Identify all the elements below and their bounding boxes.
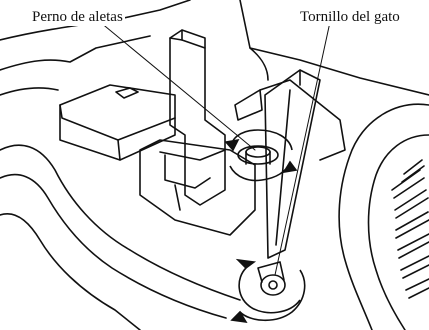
tire-inner-right [367, 134, 429, 330]
jack-base-block [59, 84, 176, 161]
jack-screw-eye [260, 274, 286, 296]
tire-tread-left [0, 213, 141, 330]
tire-rim-left-inner [0, 173, 227, 319]
wing-bolt-nut [237, 145, 279, 165]
tire-outer-right [338, 103, 429, 330]
tire-tread-slots [391, 159, 429, 299]
trunk-corner-right [239, 0, 429, 96]
rotate-arrow-icon [224, 129, 298, 182]
trunk-floor-edge-2 [0, 87, 59, 96]
trunk-floor-edge [0, 35, 151, 71]
jack-tab [115, 87, 139, 99]
tire-rim-left [0, 144, 241, 301]
jack-screw-shaft [264, 69, 321, 259]
leader-jack-screw [274, 21, 331, 276]
rotate-arrow-icon [230, 258, 306, 324]
jack-upright [169, 29, 226, 206]
jack-bracket [259, 79, 346, 161]
leader-wing-bolt [99, 21, 256, 151]
jack-screw-label: Tornillo del gato [298, 9, 402, 26]
jack-lower-body [139, 139, 256, 236]
trunk-corner-right-2 [249, 47, 269, 81]
wing-bolt-label: Perno de aletas [30, 9, 125, 26]
